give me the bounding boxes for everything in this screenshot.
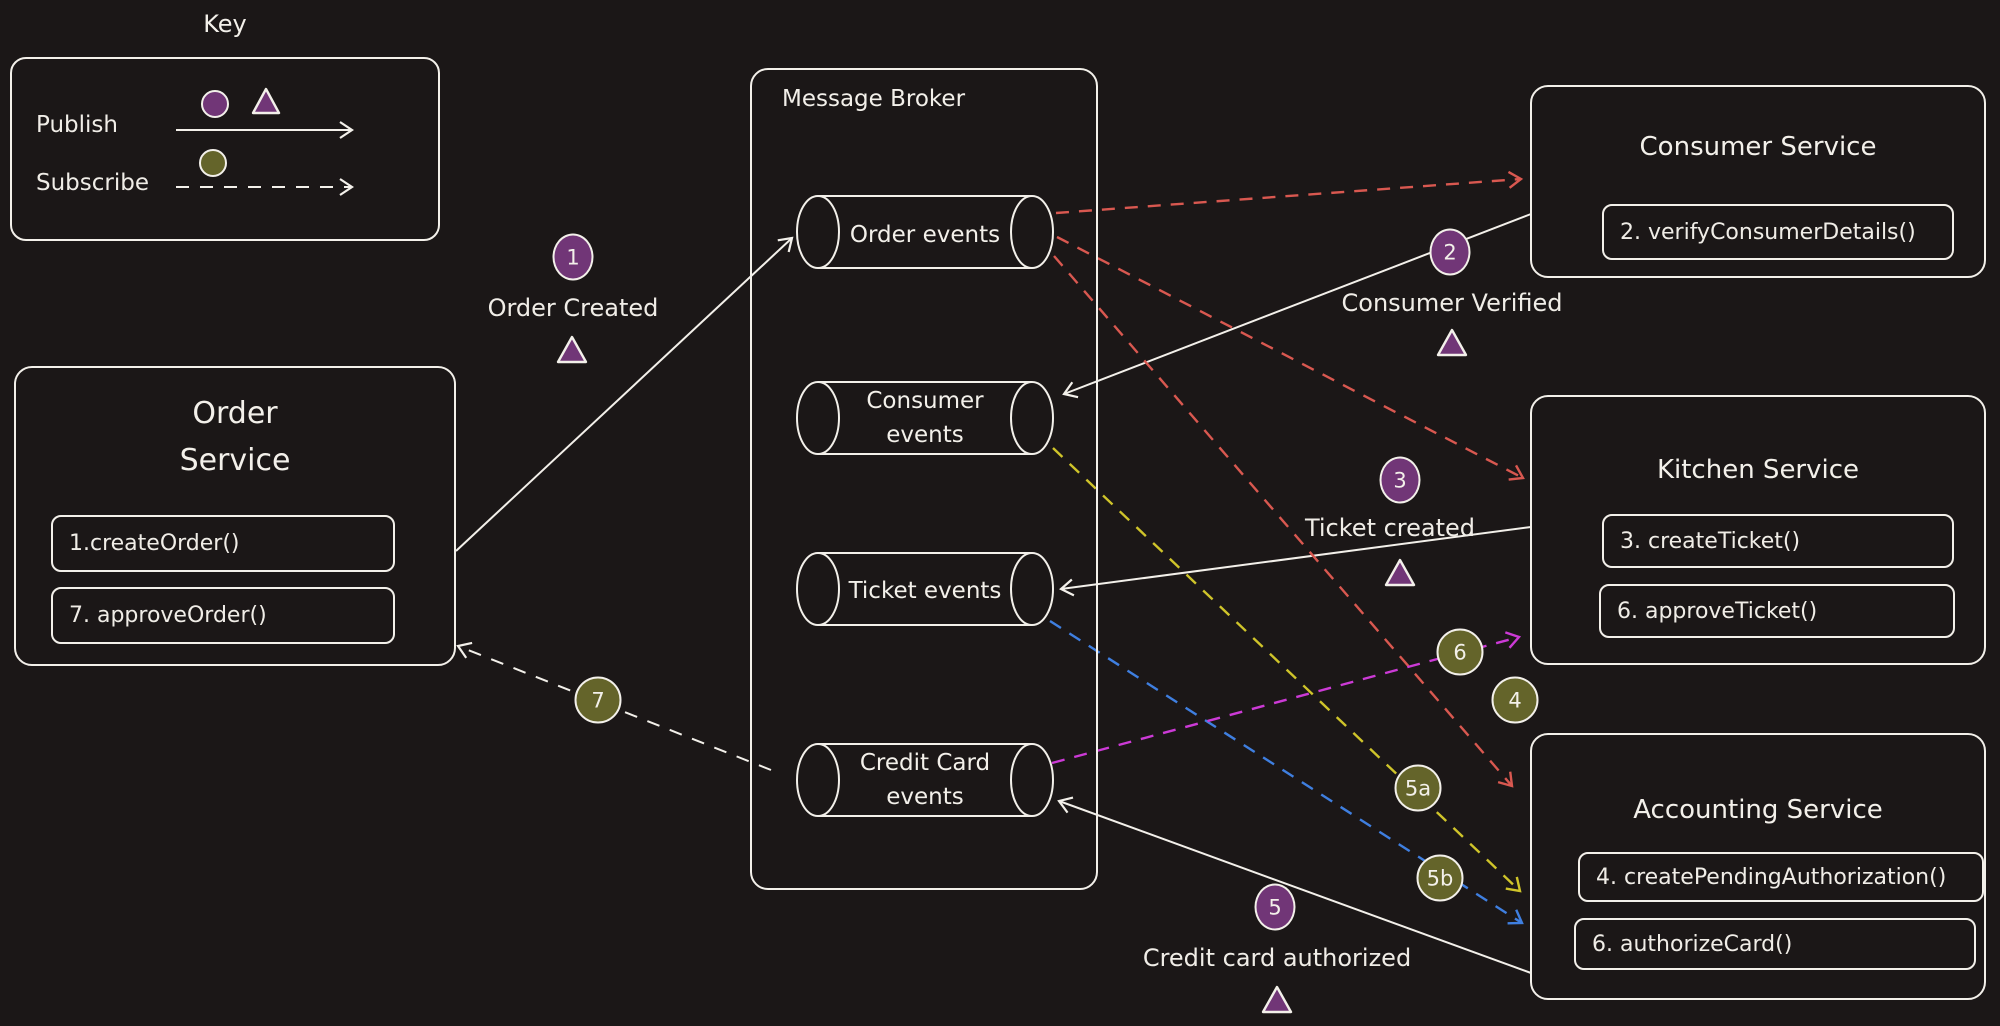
order-created-event-triangle-icon [556, 335, 588, 364]
consumer-events-cylinder [796, 381, 1054, 455]
flow-order-events-to-accounting-service [1053, 255, 1514, 788]
step-badge-6: 6 [1436, 628, 1484, 676]
step-badge-2: 2 [1429, 228, 1471, 276]
publish-event-circle-icon [201, 90, 229, 118]
order-service-box: Order Service 1.createOrder() 7. approve… [14, 366, 456, 666]
ticket-events-label: Ticket events [848, 578, 1002, 604]
order-service-method-approve-order: 7. approveOrder() [51, 587, 395, 644]
flow-order-events-to-kitchen-service [1056, 235, 1525, 481]
consumer-events-label-line2: events [886, 422, 964, 448]
credit-card-events-cylinder [796, 743, 1054, 817]
kitchen-service-method-approve-ticket: 6. approveTicket() [1599, 584, 1955, 638]
consumer-verified-label: Consumer Verified [1341, 289, 1563, 317]
key-subscribe-label: Subscribe [36, 170, 150, 196]
accounting-service-box: Accounting Service 4. createPendingAutho… [1530, 733, 1986, 1000]
kitchen-service-method-create-ticket: 3. createTicket() [1602, 514, 1954, 568]
consumer-verified-event-triangle-icon [1436, 328, 1468, 357]
consumer-service-box: Consumer Service 2. verifyConsumerDetail… [1530, 85, 1986, 278]
ticket-created-event-triangle-icon [1384, 558, 1416, 587]
order-events-cylinder [796, 195, 1054, 269]
step-badge-4: 4 [1491, 676, 1539, 724]
credit-card-authorized-event-triangle-icon [1261, 985, 1293, 1014]
kitchen-service-title: Kitchen Service [1656, 455, 1860, 485]
credit-card-events-label: Credit Card events [825, 746, 1025, 814]
kitchen-service-box: Kitchen Service 3. createTicket() 6. app… [1530, 395, 1986, 665]
step-badge-5: 5 [1254, 883, 1296, 931]
flow-accounting-service-to-credit-card-events [1057, 796, 1532, 974]
flow-order-events-to-consumer-service [1055, 170, 1524, 215]
ticket-created-label: Ticket created [1304, 514, 1476, 542]
credit-card-events-label-line1: Credit Card [859, 750, 991, 776]
step-badge-5a: 5a [1394, 764, 1442, 812]
order-service-title-line1: Order [192, 396, 278, 431]
consumer-events-label-line1: Consumer [866, 388, 984, 414]
subscribe-event-circle-icon [199, 149, 227, 177]
flow-kitchen-service-to-ticket-events [1059, 526, 1532, 597]
accounting-service-method-authorize-card: 6. authorizeCard() [1574, 918, 1976, 970]
credit-card-events-label-line2: events [886, 784, 964, 810]
credit-card-authorized-label: Credit card authorized [1142, 944, 1412, 972]
consumer-service-title: Consumer Service [1639, 132, 1877, 162]
accounting-service-title: Accounting Service [1633, 795, 1883, 825]
order-created-label: Order Created [487, 294, 659, 322]
step-badge-1: 1 [552, 233, 594, 281]
consumer-events-label: Consumer events [825, 384, 1025, 452]
order-service-title: Order Service [16, 390, 454, 484]
order-events-label: Order events [849, 222, 1001, 248]
step-badge-3: 3 [1379, 456, 1421, 504]
key-title: Key [203, 10, 247, 38]
flow-order-service-to-order-events [455, 236, 794, 552]
ticket-events-cylinder [796, 552, 1054, 626]
consumer-service-method-verify: 2. verifyConsumerDetails() [1602, 204, 1954, 260]
key-box [10, 57, 440, 241]
publish-event-triangle-icon [251, 87, 281, 115]
step-badge-5b: 5b [1416, 854, 1464, 902]
step-badge-7: 7 [574, 676, 622, 724]
flow-consumer-events-to-accounting-service [1052, 447, 1522, 893]
accounting-service-method-create-pending-authorization: 4. createPendingAuthorization() [1578, 852, 1984, 902]
key-publish-label: Publish [36, 112, 118, 138]
order-service-method-create-order: 1.createOrder() [51, 515, 395, 572]
message-broker-box [750, 68, 1098, 890]
message-broker-title: Message Broker [782, 86, 966, 112]
order-service-title-line2: Service [179, 443, 291, 478]
